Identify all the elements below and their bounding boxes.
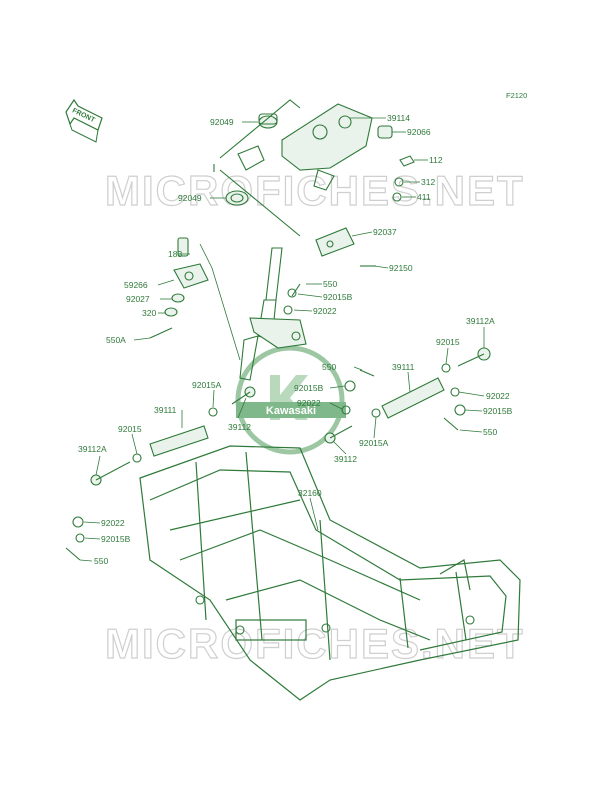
- part-label: 92015: [436, 337, 460, 347]
- part-label: 183: [168, 249, 182, 259]
- part-label: 92049: [178, 193, 202, 203]
- part-label: 92015A: [359, 438, 389, 448]
- part-label: 39111: [154, 405, 177, 415]
- part-label: 92022: [313, 306, 337, 316]
- part-label: 39112: [334, 454, 357, 464]
- part-label: 411: [417, 192, 431, 202]
- part-label: 92022: [297, 398, 321, 408]
- part-label: 92015A: [192, 380, 222, 390]
- part-label: 59266: [124, 280, 148, 290]
- main-frame: [139, 445, 521, 701]
- part-label: 550: [483, 427, 497, 437]
- tie-rods: [65, 283, 491, 561]
- part-label: 92049: [210, 117, 234, 127]
- front-arrow-icon: FRONT: [65, 98, 103, 143]
- part-label: 550: [323, 279, 337, 289]
- part-label: 39112A: [466, 316, 495, 326]
- leader-lines: [79, 117, 485, 562]
- part-label: 39112A: [78, 444, 107, 454]
- part-label: 320: [142, 308, 156, 318]
- left-bracket-parts: [149, 237, 209, 339]
- part-label: 39111: [392, 362, 415, 372]
- part-label: 92015: [118, 424, 142, 434]
- part-label: 39114: [387, 113, 410, 123]
- steering-shaft: [199, 243, 307, 381]
- part-label: 92022: [486, 391, 510, 401]
- part-label: 92015B: [323, 292, 353, 302]
- part-label: 92150: [389, 263, 413, 273]
- part-label: 550: [322, 362, 336, 372]
- diagram-code: F2120: [506, 91, 527, 100]
- watermark-bottom: MICROFICHES.NET: [105, 620, 525, 667]
- part-label: 92027: [126, 294, 150, 304]
- part-label: 550: [94, 556, 108, 566]
- part-label: 92022: [101, 518, 125, 528]
- part-label: 92015B: [101, 534, 131, 544]
- part-label: 92066: [407, 127, 431, 137]
- part-label: 92037: [373, 227, 397, 237]
- part-label: 312: [421, 177, 435, 187]
- watermark-top: MICROFICHES.NET: [105, 167, 525, 214]
- logo-text: Kawasaki: [266, 405, 316, 417]
- handlebar-holder-assembly: [213, 99, 415, 267]
- part-label: 39112: [228, 422, 251, 432]
- kawasaki-logo: Kawasaki: [235, 345, 346, 455]
- part-label: 550A: [106, 335, 126, 345]
- part-label: 92015B: [294, 383, 324, 393]
- part-label: 92015B: [483, 406, 513, 416]
- part-label: 112: [429, 155, 443, 165]
- part-labels: 92049 39114 92066 112 312 411 92049 9203…: [78, 113, 513, 566]
- part-label: 32160: [298, 488, 322, 498]
